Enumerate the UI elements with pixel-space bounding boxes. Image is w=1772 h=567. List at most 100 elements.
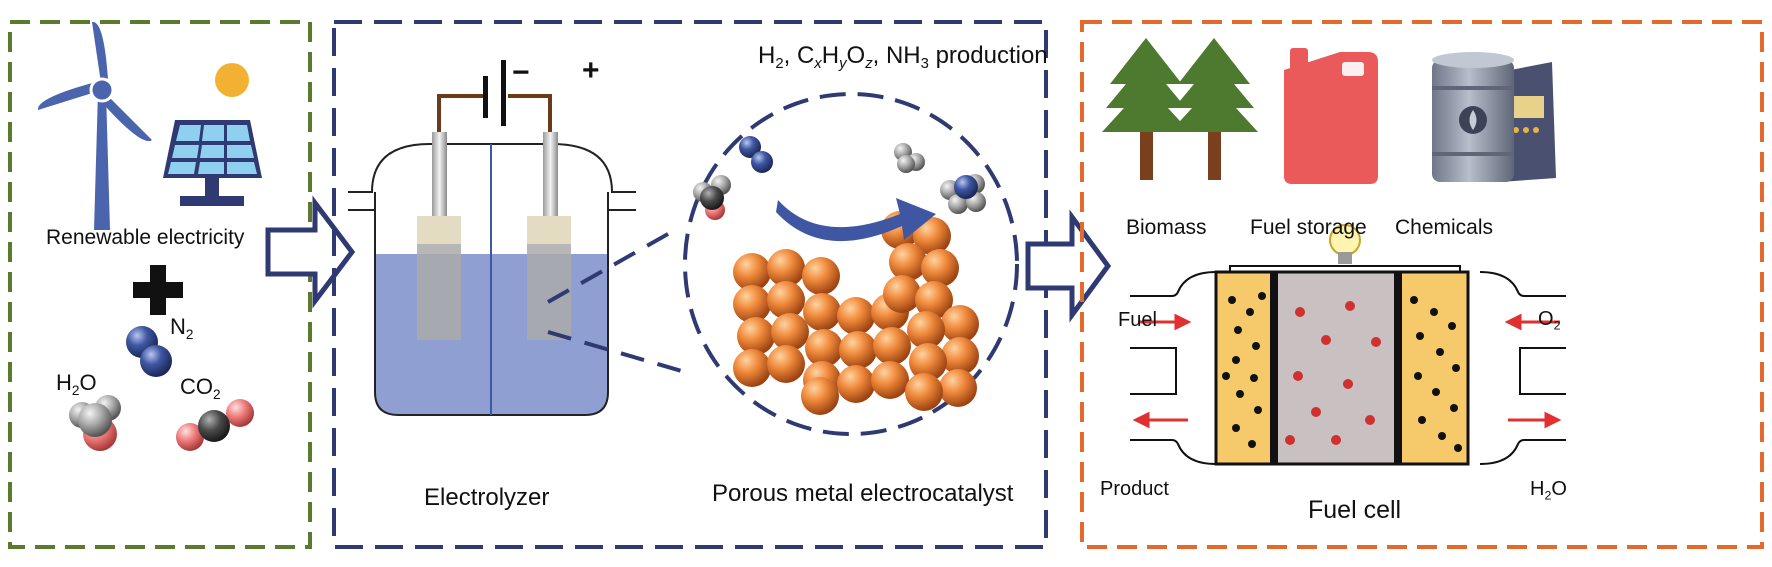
ion-dot — [1345, 301, 1355, 311]
chemicals-barrel-icon — [1432, 52, 1556, 182]
magnified-view-circle — [683, 92, 1019, 436]
catalyst-sphere — [733, 349, 771, 387]
catalyst-label: Porous metal electrocatalyst — [712, 480, 1014, 507]
electron-dot — [1236, 390, 1244, 398]
ion-dot — [1331, 435, 1341, 445]
chemicals-label: Chemicals — [1395, 216, 1494, 239]
electron-dot — [1432, 388, 1440, 396]
fuel-storage-handle — [1342, 62, 1364, 76]
fuel-storage-can-icon — [1284, 48, 1378, 184]
product-molecule-icon — [940, 174, 986, 214]
n2-label: N2 — [170, 314, 194, 342]
wind-turbine-icon — [37, 21, 152, 230]
catalyst-sphere — [737, 317, 775, 355]
ion-dot — [1321, 335, 1331, 345]
h2o-molecule-icon — [69, 395, 121, 451]
catalyst-sphere — [767, 281, 805, 319]
electron-dot — [1430, 308, 1438, 316]
h2o-label: H2O — [56, 370, 97, 398]
catalyst-sphere — [839, 331, 877, 369]
electron-dot — [1228, 296, 1236, 304]
electron-dot — [1414, 372, 1422, 380]
solar-panel-icon — [163, 120, 262, 206]
minus-sign: − — [512, 56, 530, 89]
catalyst-sphere — [889, 243, 927, 281]
fuel-storage-label: Fuel storage — [1250, 216, 1367, 239]
porous-catalyst-spheres — [733, 211, 979, 415]
electron-dot — [1454, 444, 1462, 452]
electron-dot — [1252, 342, 1260, 350]
electron-dot — [1246, 308, 1254, 316]
electrolyzer-cell — [348, 132, 636, 416]
electrolyzer-label: Electrolyzer — [424, 484, 550, 511]
catalyst-sphere — [941, 305, 979, 343]
electron-dot — [1222, 372, 1230, 380]
catalyst-sphere — [921, 249, 959, 287]
zoom-line-bottom — [547, 330, 686, 374]
catalyst-sphere — [871, 361, 909, 399]
applications-panel-border — [1080, 20, 1764, 549]
biomass-trees-icon — [1102, 38, 1258, 180]
electron-dot — [1232, 424, 1240, 432]
fuel-cell-particles — [1222, 292, 1462, 452]
ion-dot — [1293, 371, 1303, 381]
catalyst-sphere — [883, 275, 921, 313]
o2-label: O2 — [1538, 308, 1561, 333]
co2-reactant-icon — [693, 175, 731, 220]
catalyst-sphere — [913, 217, 951, 255]
electron-dot — [1448, 322, 1456, 330]
catalyst-sphere — [733, 253, 771, 291]
ion-dot — [1343, 379, 1353, 389]
co2-label: CO2 — [180, 374, 221, 402]
fuel-cell-diagram — [1130, 265, 1566, 466]
plus-sign: + — [582, 54, 600, 87]
electron-dot — [1416, 332, 1424, 340]
electron-dot — [1450, 404, 1458, 412]
electron-dot — [1438, 432, 1446, 440]
electron-dot — [1248, 440, 1256, 448]
fuel-cell-flow-arrows — [1132, 313, 1562, 429]
ion-dot — [1285, 435, 1295, 445]
electron-dot — [1410, 296, 1418, 304]
electron-dot — [1234, 326, 1242, 334]
renewable-electricity-label: Renewable electricity — [46, 226, 245, 249]
catalyst-sphere — [767, 249, 805, 287]
electron-dot — [1436, 348, 1444, 356]
power-source-icon — [437, 60, 552, 132]
catalyst-sphere — [805, 329, 843, 367]
h2o-output-label: H2O — [1530, 478, 1567, 503]
electron-dot — [1254, 406, 1262, 414]
product-label: Product — [1100, 478, 1169, 500]
catalyst-sphere — [909, 343, 947, 381]
catalyst-sphere — [767, 345, 805, 383]
electron-dot — [1418, 416, 1426, 424]
catalyst-sphere — [802, 257, 840, 295]
reaction-arrow — [776, 198, 936, 242]
catalyst-sphere — [939, 369, 977, 407]
ion-dot — [1295, 307, 1305, 317]
electron-dot — [1258, 292, 1266, 300]
lightbulb-icon — [1329, 224, 1361, 264]
production-label: H2, CxHyOz, NH3 production — [758, 42, 1048, 73]
catalyst-sphere — [771, 313, 809, 351]
electron-dot — [1232, 356, 1240, 364]
n2-molecule-icon — [126, 326, 172, 377]
biomass-label: Biomass — [1126, 216, 1207, 239]
catalyst-sphere — [905, 373, 943, 411]
plus-symbol-icon — [133, 265, 183, 315]
catalyst-sphere — [803, 293, 841, 331]
fuel-label: Fuel — [1118, 309, 1157, 331]
fuel-cell-label: Fuel cell — [1308, 496, 1402, 524]
catalyst-sphere — [801, 377, 839, 415]
catalyst-sphere — [907, 311, 945, 349]
zoom-line-top — [547, 228, 676, 304]
electron-dot — [1250, 374, 1258, 382]
catalyst-sphere — [837, 365, 875, 403]
flow-arrow-2 — [1025, 209, 1112, 323]
catalyst-sphere — [915, 281, 953, 319]
inputs-panel-border — [8, 20, 312, 549]
catalyst-sphere — [733, 285, 771, 323]
co2-molecule-icon — [176, 399, 254, 451]
electron-dot — [1452, 364, 1460, 372]
